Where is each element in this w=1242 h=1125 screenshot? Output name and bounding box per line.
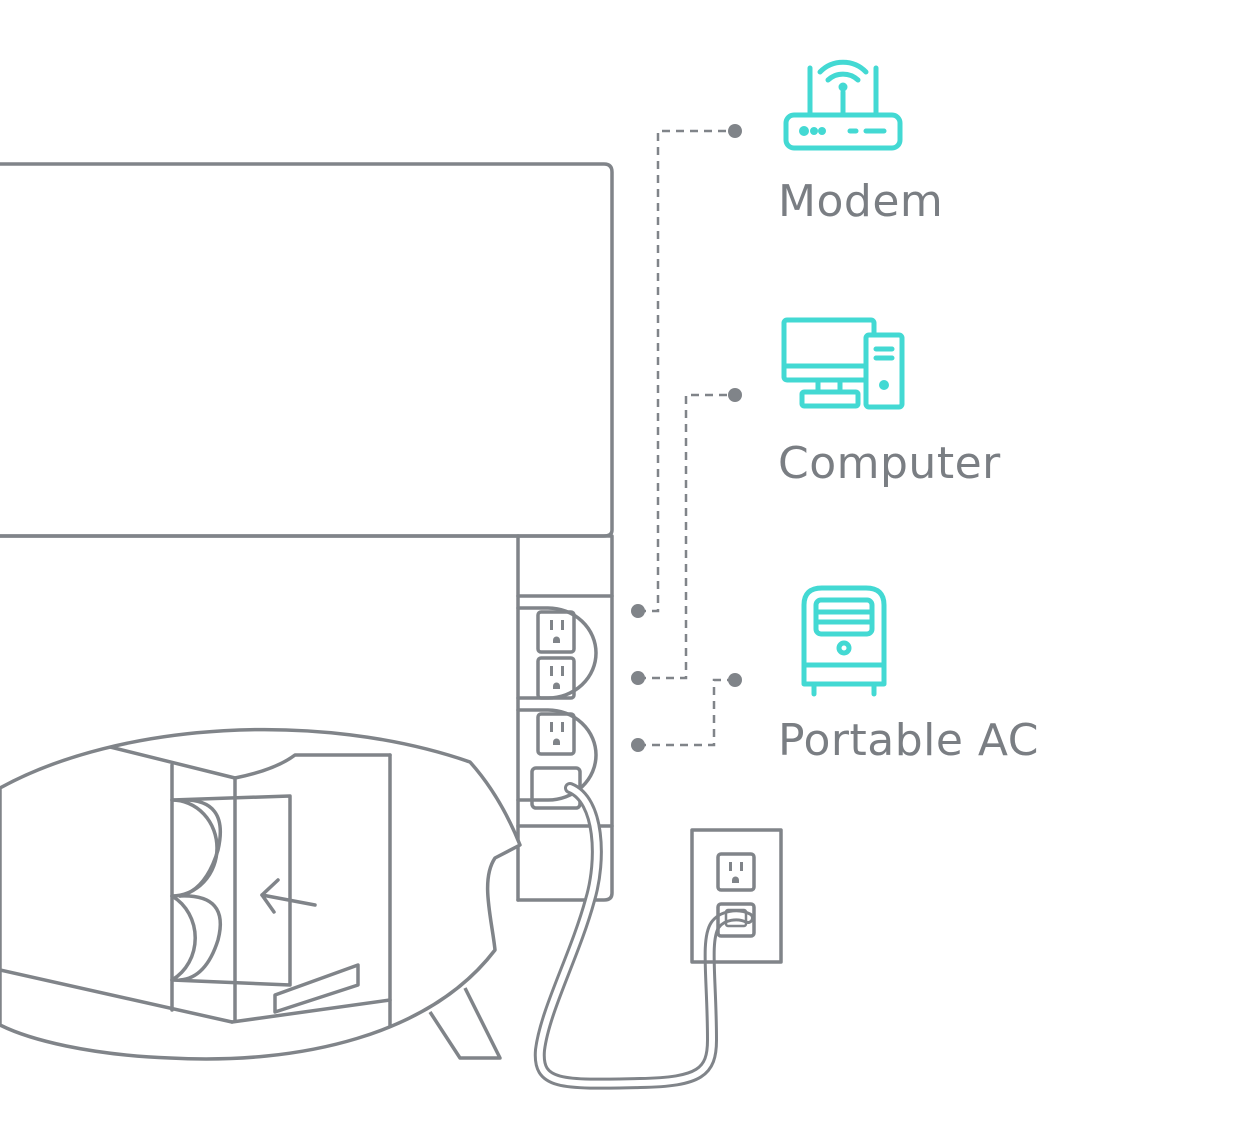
portable-ac-label: Portable AC xyxy=(778,715,1039,766)
outlet-slots xyxy=(550,620,564,745)
portable-ac-icon xyxy=(801,585,887,697)
connector-portable-ac xyxy=(638,678,735,747)
connector-lines xyxy=(638,129,735,747)
computer-label: Computer xyxy=(778,438,1001,489)
wall-outlet-top xyxy=(716,852,756,892)
wall-outlet-plate xyxy=(690,828,783,964)
screen-outline xyxy=(0,162,614,538)
desktop-computer-icon xyxy=(781,317,905,410)
outlet-2 xyxy=(536,656,576,700)
device-body-outline xyxy=(0,534,614,902)
connector-computer xyxy=(638,393,735,680)
wall-outlet-slots xyxy=(729,862,743,883)
power-cord xyxy=(533,782,754,1090)
connector-modem xyxy=(638,129,735,613)
modem-label: Modem xyxy=(778,176,944,227)
outlet-3 xyxy=(536,712,576,756)
magnifier-callout xyxy=(0,727,522,1061)
connector-dots xyxy=(631,124,742,752)
router-icon xyxy=(783,59,903,151)
outlet-1 xyxy=(536,610,576,654)
arrow-left-icon xyxy=(260,893,317,907)
wall-outlet-bottom xyxy=(716,902,756,938)
